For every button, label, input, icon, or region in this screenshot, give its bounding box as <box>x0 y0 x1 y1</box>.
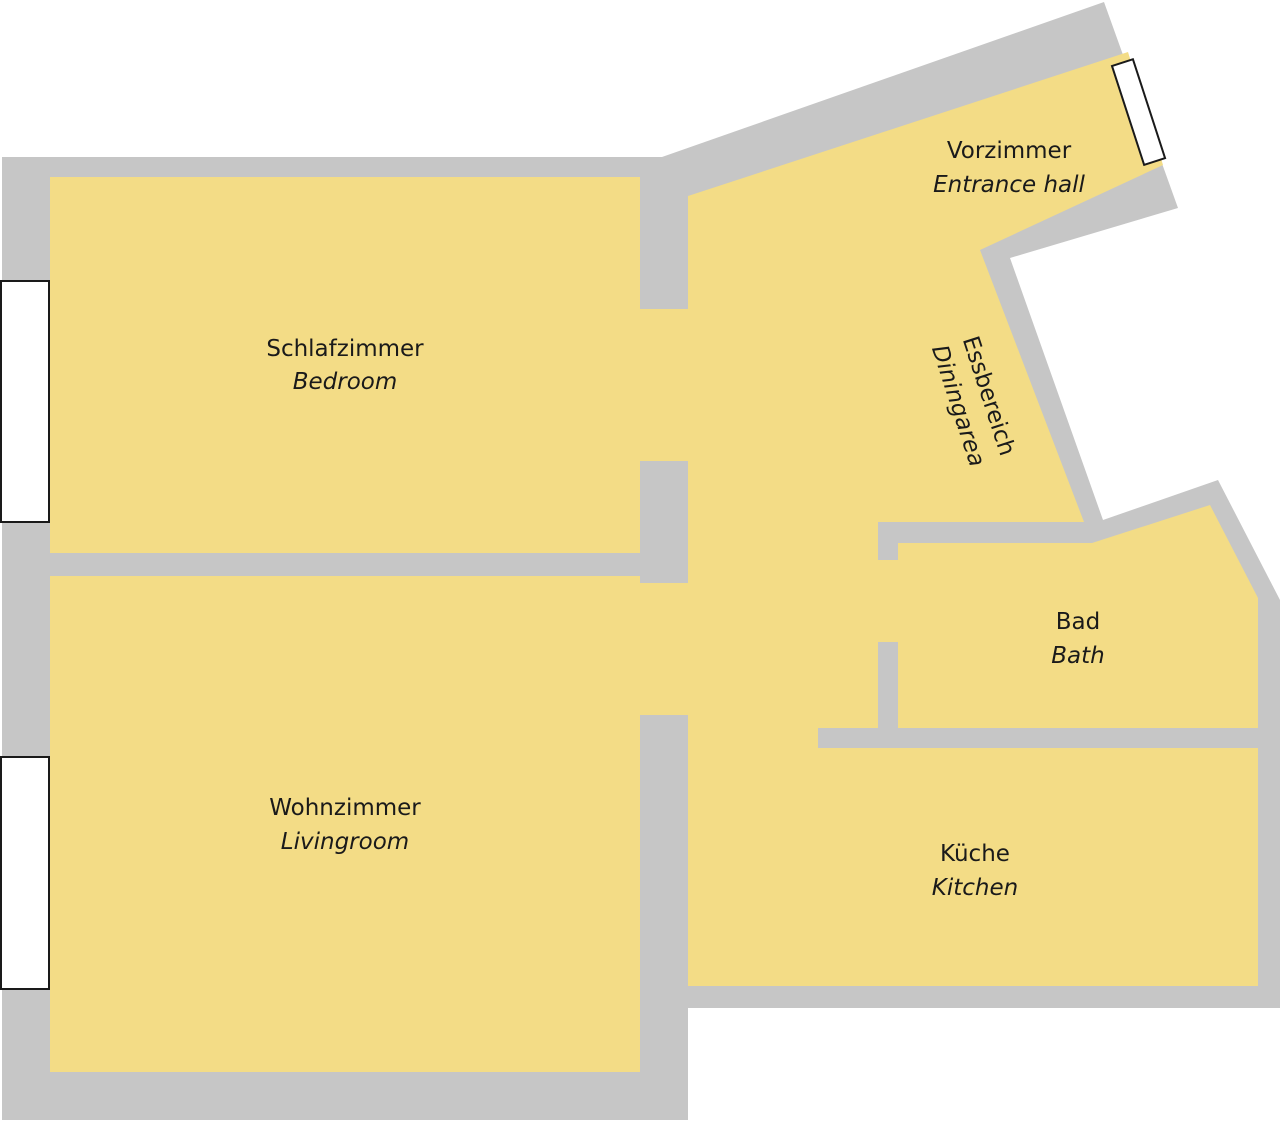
bedroom-floor <box>50 177 640 553</box>
kitchen-label-de: Küche <box>940 841 1010 867</box>
bath-label-en: Bath <box>1051 643 1104 669</box>
floor-areas <box>50 52 1258 1072</box>
bath-doorway <box>876 560 900 642</box>
bedroom-label-de: Schlafzimmer <box>266 336 424 362</box>
living-room-doorway <box>638 583 690 715</box>
bedroom-doorway <box>638 309 690 461</box>
bedroom-label-en: Bedroom <box>293 369 398 395</box>
entrance-hall-label-de: Vorzimmer <box>947 138 1072 164</box>
bath-floor <box>898 505 1258 728</box>
entrance-hall-window <box>1110 57 1167 167</box>
kitchen-label-en: Kitchen <box>932 875 1018 901</box>
entrance-dining-kitchen-floor <box>688 52 1258 986</box>
bath-label-de: Bad <box>1056 609 1100 635</box>
windows <box>0 57 1167 990</box>
living-room-label-en: Livingroom <box>281 829 409 855</box>
living-room-floor <box>50 576 640 1072</box>
living-room-label-de: Wohnzimmer <box>269 795 421 821</box>
entrance-hall-label-en: Entrance hall <box>933 172 1085 198</box>
living-room-window <box>0 756 50 990</box>
bedroom-window <box>0 280 50 523</box>
